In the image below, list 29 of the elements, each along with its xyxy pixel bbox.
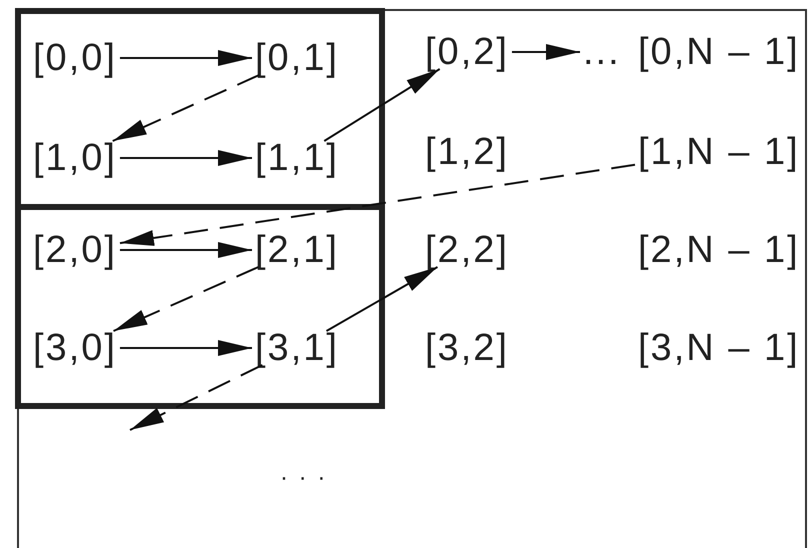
- matrix-element: [0,0]: [33, 39, 117, 77]
- matrix-element: [1,N – 1]: [638, 133, 800, 171]
- matrix-element: [1,1]: [255, 139, 339, 177]
- arrow: [113, 266, 259, 332]
- matrix-element: [3,N – 1]: [638, 329, 800, 367]
- arrow: [120, 164, 636, 246]
- matrix-element: [1,2]: [425, 133, 509, 171]
- matrix-element: [0,1]: [255, 39, 339, 77]
- arrow: [120, 242, 252, 258]
- matrix-element: [2,2]: [425, 231, 509, 269]
- matrix-element: [2,0]: [33, 231, 117, 269]
- arrow: [326, 266, 438, 332]
- arrow: [120, 150, 252, 166]
- arrow: [120, 340, 252, 356]
- matrix-element: [0,N – 1]: [638, 33, 800, 71]
- arrow: [112, 74, 260, 142]
- arrow: [512, 44, 580, 60]
- matrix-element: [3,0]: [33, 329, 117, 367]
- matrix-element: [3,2]: [425, 329, 509, 367]
- arrow: [324, 68, 440, 142]
- matrix-element: [0,2]: [425, 33, 509, 71]
- matrix-element: [2,N – 1]: [638, 231, 800, 269]
- arrow: [130, 364, 263, 431]
- matrix-element: ...: [583, 33, 621, 71]
- matrix-element: [2,1]: [255, 231, 339, 269]
- ellipsis-text: · · ·: [280, 466, 328, 490]
- matrix-element: [3,1]: [255, 329, 339, 367]
- arrow: [120, 50, 252, 66]
- matrix-element: [1,0]: [33, 139, 117, 177]
